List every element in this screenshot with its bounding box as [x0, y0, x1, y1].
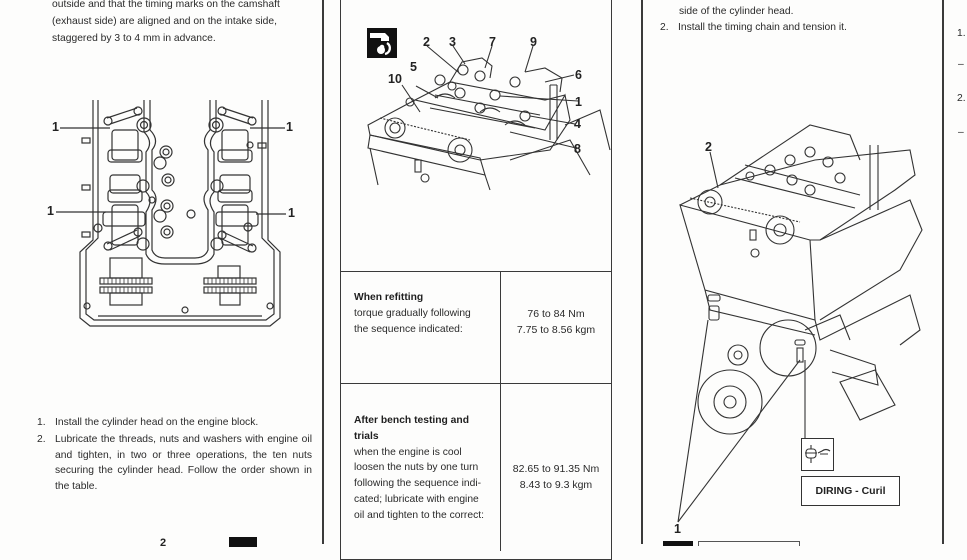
row-2-line-5: oil and tighten to the correct:: [354, 509, 484, 521]
step-text: Install the cylinder head on the engine …: [55, 417, 259, 428]
far-right-marker-4: –: [958, 127, 964, 138]
row-1-values: 76 to 84 Nm 7.75 to 8.56 kgm: [502, 306, 610, 338]
callout-2: 2: [423, 35, 430, 49]
callout-9: 9: [530, 35, 537, 49]
row-2-values: 82.65 to 91.35 Nm 8.43 to 9.3 kgm: [502, 461, 610, 493]
callout-8: 8: [574, 142, 581, 156]
callout-10: 10: [388, 72, 402, 86]
row-2-line-4: cated; lubricate with engine: [354, 493, 479, 505]
intro-line-1: outside and that the timing marks on the…: [52, 0, 280, 10]
row-1-value-nm: 76 to 84 Nm: [527, 308, 585, 320]
far-right-marker-3: 2.: [957, 93, 966, 104]
row-2-description: After bench testing and trials when the …: [354, 413, 494, 524]
row-2-value-kgm: 8.43 to 9.3 kgm: [519, 479, 593, 491]
right-step-2: 2. Install the timing chain and tension …: [660, 20, 930, 36]
row-1-line-2: the sequence indicated:: [354, 323, 463, 335]
callout-1: 1: [575, 95, 582, 109]
column-divider-middle: [641, 0, 643, 544]
callout-5: 5: [410, 60, 417, 74]
engine-timing-chain-figure: [677, 124, 923, 523]
step-number: 2.: [660, 22, 669, 33]
callout-6: 6: [575, 68, 582, 82]
step-number: 1.: [37, 417, 46, 428]
step-text: Lubricate the threads, nuts and washers …: [55, 434, 312, 492]
step-number: 2.: [37, 434, 46, 445]
row-2-value-nm: 82.65 to 91.35 Nm: [512, 463, 600, 475]
far-right-marker-2: –: [958, 59, 964, 70]
torque-wrench-icon-bottom: [229, 537, 257, 547]
intro-line-3: staggered by 3 to 4 mm in advance.: [52, 33, 216, 44]
table-col-divider: [500, 271, 502, 551]
table-row-divider: [340, 271, 612, 273]
cylinder-head-tightening-sequence-figure: [367, 45, 611, 191]
callout-1-mid-left: 1: [47, 204, 54, 218]
sealant-tube-icon: [801, 438, 834, 471]
callout-1-engine: 1: [674, 522, 681, 536]
callout-2-engine: 2: [705, 140, 712, 154]
row-2-heading-1: After bench testing and: [354, 415, 469, 426]
column-divider-left: [322, 0, 324, 544]
step-2: 2. Lubricate the threads, nuts and washe…: [37, 432, 312, 502]
intro-line-2: (exhaust side) are aligned and on the in…: [52, 16, 277, 27]
sealant-label: DIRING - Curil: [801, 476, 900, 506]
torque-wrench-icon: [367, 28, 397, 58]
callout-1-top-left: 1: [52, 120, 59, 134]
row-1-description: When refitting torque gradually followin…: [354, 290, 494, 337]
right-line-1: side of the cylinder head.: [679, 6, 794, 17]
row-2-heading-2: trials: [354, 430, 379, 442]
callout-1-top-right: 1: [286, 120, 293, 134]
camshaft-top-view-figure: [56, 100, 286, 327]
row-2-line-2: loosen the nuts by one turn: [354, 462, 479, 474]
row-1-heading: When refitting: [354, 292, 424, 303]
callout-3: 3: [449, 35, 456, 49]
row-1-line-1: torque gradually following: [354, 307, 471, 319]
step-1: 1. Install the cylinder head on the engi…: [37, 415, 312, 431]
row-1-value-kgm: 7.75 to 8.56 kgm: [516, 324, 596, 336]
step-text: Install the timing chain and tension it.: [678, 22, 847, 33]
table-row-divider: [340, 383, 612, 385]
row-2-line-1: when the engine is cool: [354, 446, 462, 458]
callout-1-mid-right: 1: [288, 206, 295, 220]
callout-7: 7: [489, 35, 496, 49]
callout-2-bottom: 2: [160, 537, 167, 549]
row-2-line-3: following the sequence indi-: [354, 478, 482, 490]
far-right-marker-1: 1.: [957, 28, 966, 39]
callout-4: 4: [574, 117, 581, 131]
column-divider-right: [942, 0, 944, 544]
